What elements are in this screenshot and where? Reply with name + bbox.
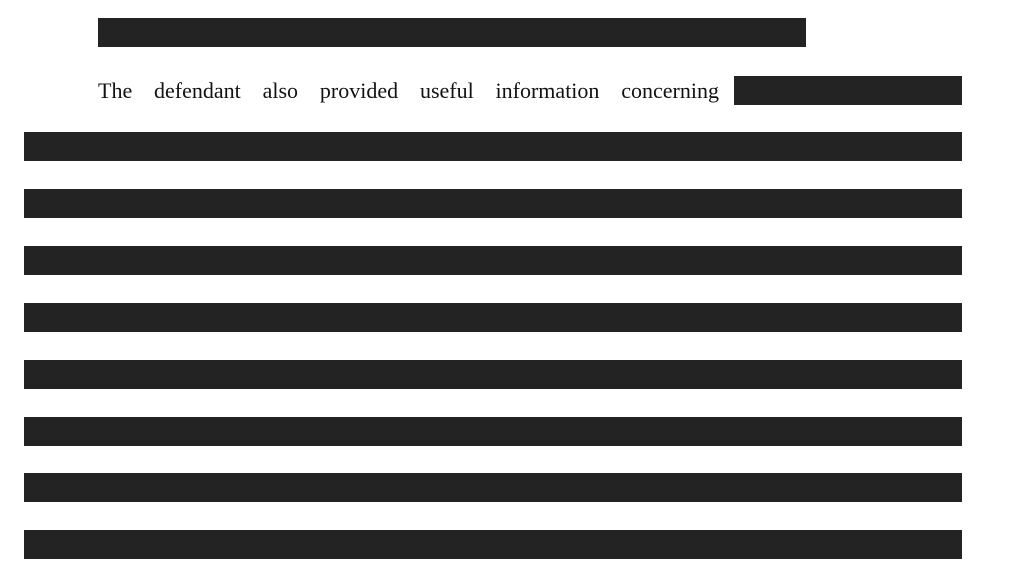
redaction-bar — [24, 417, 962, 446]
redaction-bar — [98, 18, 806, 47]
redaction-bar — [24, 530, 962, 559]
redaction-bar — [24, 189, 962, 218]
redaction-bar — [24, 303, 962, 332]
paragraph-text: The defendant also provided useful infor… — [98, 78, 719, 103]
redaction-bar — [734, 76, 962, 105]
redaction-bar — [24, 132, 962, 161]
redaction-bar — [24, 360, 962, 389]
redaction-bar — [24, 473, 962, 502]
redaction-bar — [24, 246, 962, 275]
